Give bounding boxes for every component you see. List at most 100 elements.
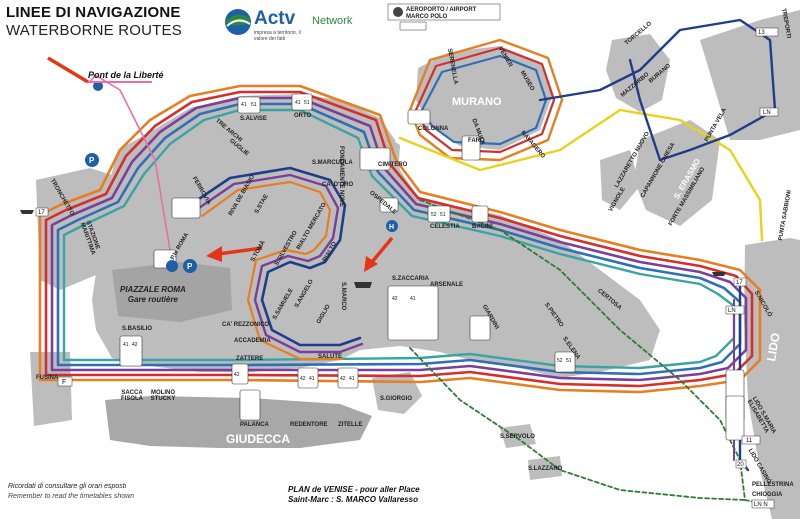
brand-logo-icon (225, 9, 251, 35)
tag-11-box (741, 435, 761, 445)
hospital-icon (386, 220, 398, 232)
code-41-zacc: 41 (410, 296, 416, 302)
stop-palanca: PALANCA (240, 422, 269, 428)
area-giudecca: GIUDECCA (226, 432, 291, 446)
arrow-head-proma (206, 246, 222, 262)
stop-marker-zattere (231, 363, 249, 385)
route-line-murano-loop (408, 38, 564, 162)
stop-s-giorgio: S.GIORGIO (380, 396, 413, 402)
stop-marker-fond-nove (359, 147, 391, 171)
stop-cimitero: CIMITERO (378, 162, 408, 168)
route-line-red (44, 90, 754, 388)
tag-20-box (735, 459, 747, 469)
code-41-orto: 41 (295, 100, 301, 106)
stop-marker-s-zaccaria (387, 285, 439, 341)
stop-s-lazzaro: S.LAZZARO (528, 466, 563, 472)
stop-s-servolo: S.SERVOLO (500, 434, 535, 440)
route-line-purple (50, 96, 748, 382)
route-line-navy (538, 18, 777, 162)
stop-marker-orto (291, 93, 313, 111)
stop-marker-ospedale (379, 197, 399, 213)
svg-text:H: H (389, 224, 394, 231)
tag-17-tronchetto-box (35, 207, 49, 217)
parking-icon-2 (183, 259, 197, 273)
stop-fondamente-nove: FONDAMENTE NOVE (338, 146, 344, 208)
tag-ln-n-box (751, 499, 775, 509)
route-line-murano-loop-3 (420, 54, 548, 146)
certosa-land (590, 292, 628, 330)
stop-ca-doro: CA' D'ORO (322, 182, 354, 188)
code-52-celestia: 52 (431, 212, 437, 218)
page-title: LINEE DI NAVIGAZIONE (6, 4, 181, 21)
route-line-green-dashed (419, 199, 771, 506)
tag-ln-lido: LN (728, 308, 736, 314)
arrow-head-smarco (364, 256, 378, 272)
pont-label: Pont de la Liberté (88, 70, 164, 80)
code-51-elena: 51 (566, 358, 572, 364)
piazzale-roma-land (112, 262, 232, 322)
vignole-land (600, 150, 640, 210)
stop-chioggia: CHIOGGIA (752, 492, 783, 498)
route-line-grand-canal (188, 166, 362, 347)
stop-marker-ferrovia (171, 197, 201, 219)
pointer-arrows (47, 56, 394, 272)
code-41-zitelle: 41 (349, 376, 355, 382)
stop-pellestrina: PELLESTRINA (752, 482, 794, 488)
piazzale-title: PIAZZALE ROMA (120, 285, 186, 294)
lido-land (744, 238, 800, 519)
airport-tag (387, 3, 501, 31)
route-line-green-dashed-2 (409, 347, 746, 501)
stop-salute: SALUTE (318, 354, 342, 360)
route-line-blue (56, 102, 742, 376)
stop-marker-bacini (471, 205, 489, 223)
note-it: Ricordati di consultare gli orari espost… (8, 483, 127, 490)
code-42-zitelle: 42 (340, 376, 346, 382)
route-line-murano-loop-2 (414, 46, 556, 154)
plan-caption: PLAN de VENISE - pour aller Place Saint-… (288, 485, 420, 505)
route-line-yellow (398, 108, 764, 242)
line-tags: 13 LN 17 LN 11 20 LN N 17 (35, 27, 779, 509)
land-layer (30, 10, 800, 519)
stop-marker-lido-2 (725, 395, 745, 441)
code-42-zacc: 42 (392, 296, 398, 302)
parking-icons: P P H (85, 81, 398, 273)
stop-sacca-fisola: SACCA FISOLA (121, 390, 143, 402)
route-line-grand-canal-2 (194, 173, 364, 354)
stop-marker-alvise (237, 96, 261, 114)
tag-ln: LN (763, 110, 771, 116)
stop-marker-murano-colonna (407, 109, 431, 125)
code-51-celestia: 51 (440, 212, 446, 218)
area-murano: MURANO (452, 96, 502, 108)
note-en: Remember to read the timetables shown (8, 493, 135, 500)
tag-17: 17 (736, 280, 743, 286)
bus-icon-2 (93, 81, 103, 91)
brand-suffix: Network (312, 15, 353, 27)
tag-17-tronchetto: 17 (38, 210, 45, 216)
stop-colonna: COLONNA (418, 126, 449, 132)
piazzale-roma-label: PIAZZALE ROMA Gare routière (120, 285, 186, 305)
stop-redentore: REDENTORE (290, 422, 328, 428)
ferry-icon-smarco (354, 282, 372, 288)
giudecca-land (105, 396, 372, 448)
code-51-orto: 51 (304, 100, 310, 106)
murano-land (416, 46, 552, 150)
tag-ln-lido-box (725, 305, 745, 315)
piazzale-sub: Gare routière (127, 295, 179, 304)
stop-orto: ORTO (294, 113, 312, 119)
stop-marker-s-elena (554, 351, 576, 373)
code-52-elena: 52 (557, 358, 563, 364)
code-41-basilio: 41 (123, 342, 129, 348)
s-servolo-land (500, 424, 536, 448)
station-markers (119, 93, 745, 441)
tag-ln-box (759, 107, 779, 117)
svg-text:P: P (89, 156, 95, 165)
stop-marker-redentore (297, 367, 319, 389)
stop-molino-stucky: MOLINO STUCKY (150, 390, 176, 402)
parking-icon (85, 153, 99, 167)
fusina-tag: F (57, 376, 73, 387)
stop-fusina: FUSINA (36, 375, 59, 381)
tag-13-ln-box (755, 27, 779, 37)
stop-s-zaccaria: S.ZACCARIA (392, 276, 429, 282)
route-line-orange (38, 84, 762, 394)
stop-s-marcuola: S.MARCUOLA (312, 160, 353, 166)
